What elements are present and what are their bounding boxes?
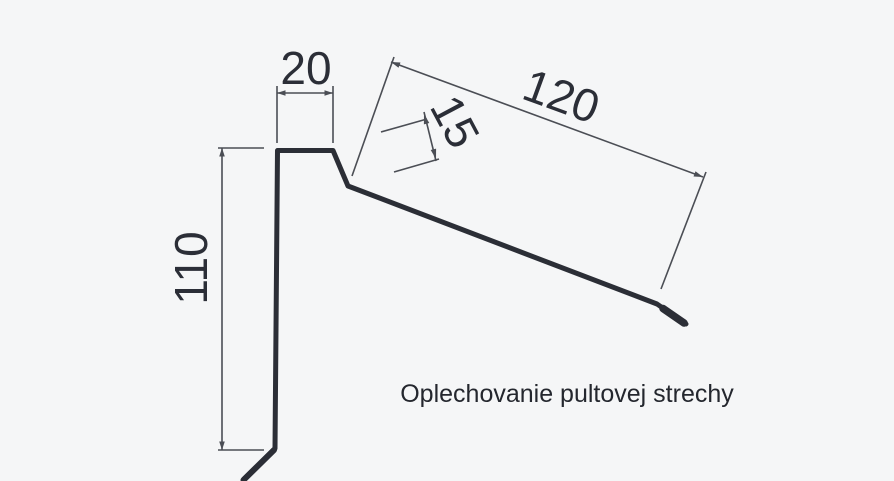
dim-15-value: 15 [420,87,490,157]
dim-120-line [390,61,704,178]
dimension-front-height [218,147,264,451]
dim-120-witness-left [351,56,395,177]
dim-20-value: 20 [280,42,331,94]
profile-kick-bottom [241,447,277,481]
dim-20-arrow-right [324,90,333,96]
dim-15-arrow-top [423,114,430,125]
dim-110-arrow-bottom [219,441,225,450]
dim-120-arrow-right [693,171,703,177]
dim-15-witness-upper [380,118,428,133]
profile-hem-end [659,304,688,327]
dim-120-value: 120 [517,58,607,133]
diagram-caption: Oplechovanie pultovej strechy [400,380,734,408]
dim-110-arrow-top [219,148,225,157]
dim-20-arrow-left [277,90,286,96]
dimension-step [380,111,440,173]
dim-120-witness-right [660,171,707,290]
dim-110-value: 110 [165,231,217,304]
dimension-roof-length [351,56,707,290]
dim-120-arrow-left [391,62,401,68]
profile-outline-group [240,148,689,481]
dim-15-arrow-bottom [430,148,437,159]
dimension-top-width [276,86,334,143]
dim-15-witness-lower [393,158,440,173]
profile-outline [240,148,689,481]
